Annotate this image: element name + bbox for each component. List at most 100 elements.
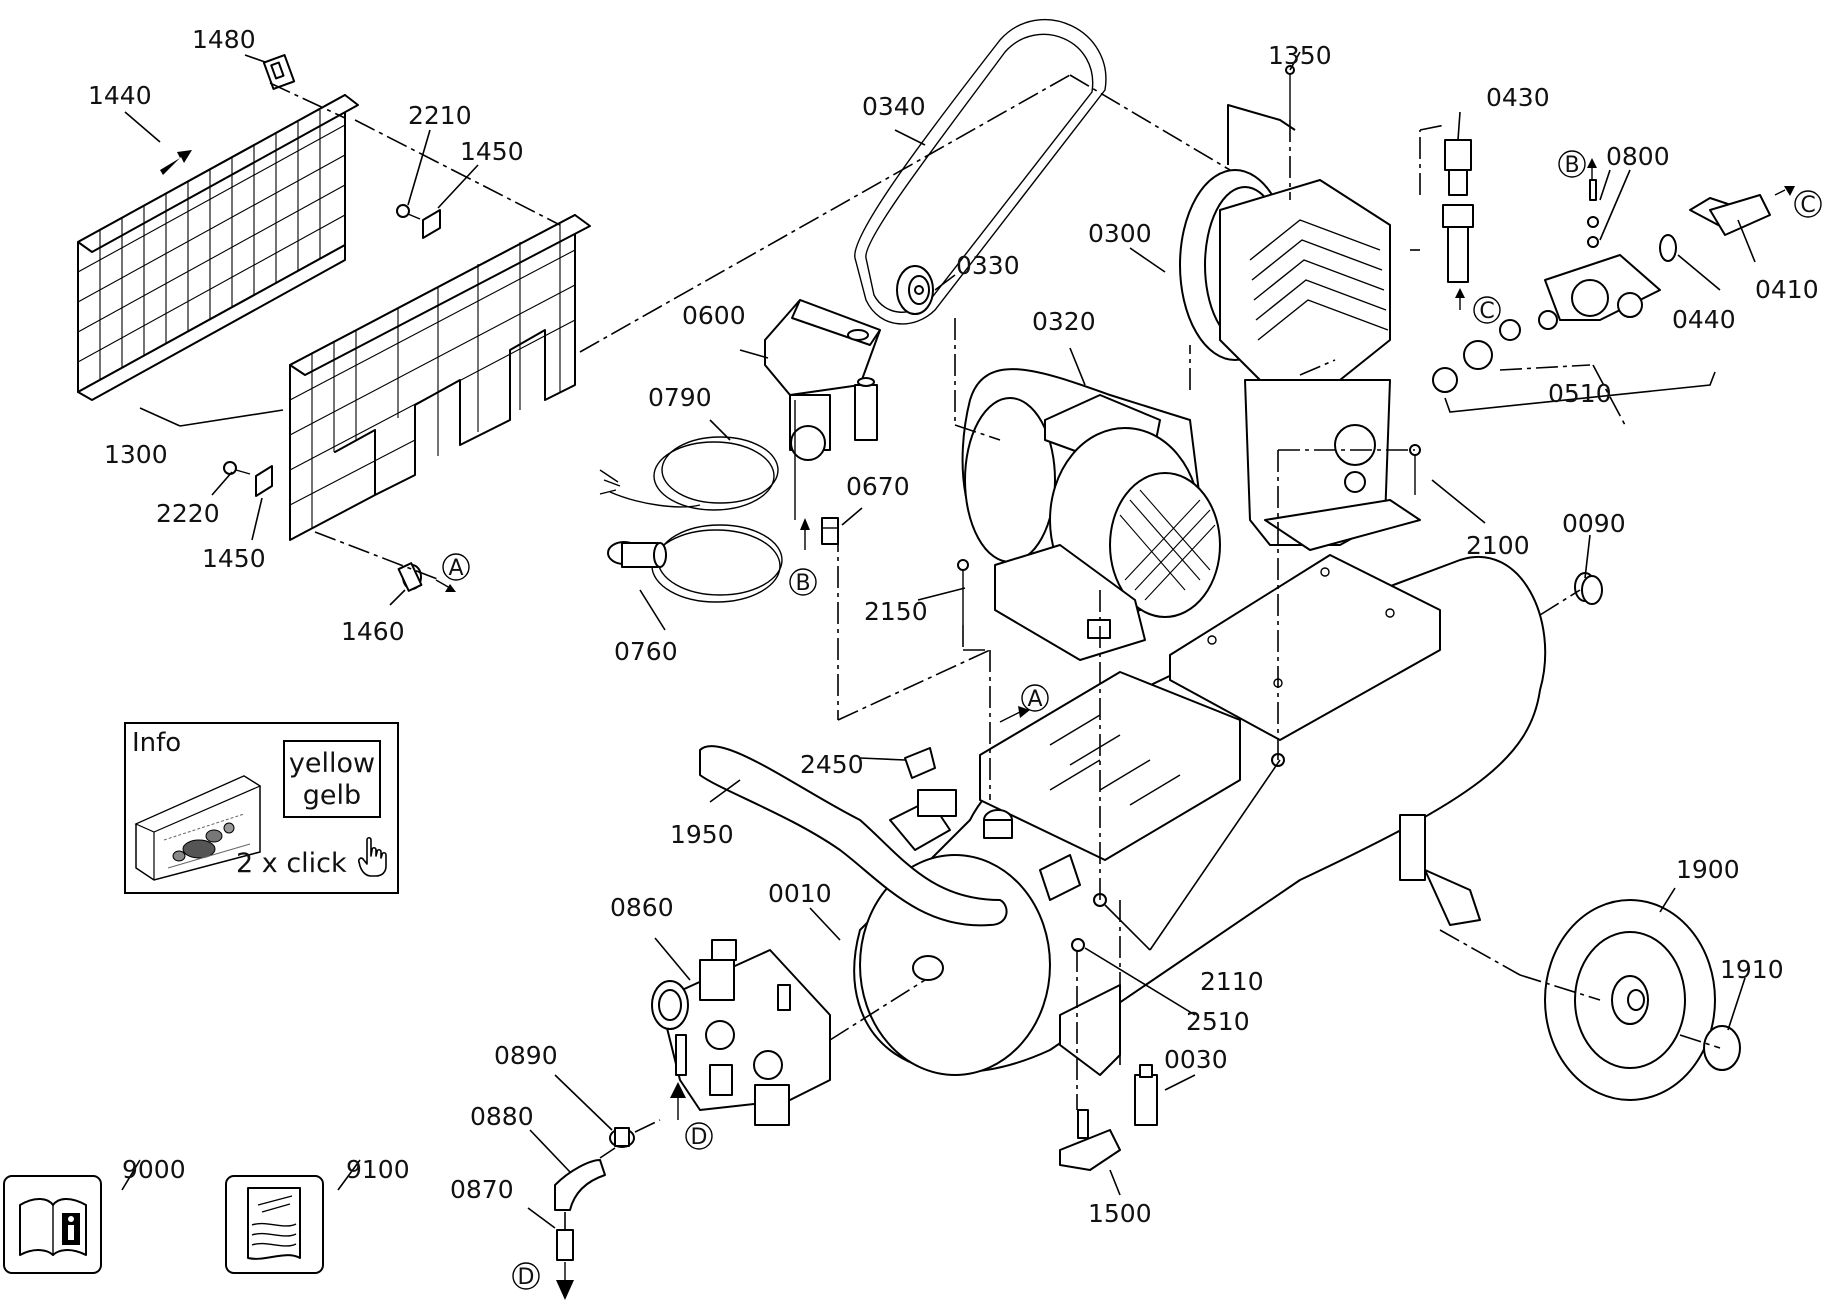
part-label-2150: 2150	[864, 597, 928, 626]
callout-C-pump: C	[1473, 296, 1501, 324]
hand-pointer-icon	[358, 836, 387, 877]
part-label-0860: 0860	[610, 893, 674, 922]
part-label-1500: 1500	[1088, 1199, 1152, 1228]
screw-2210	[396, 204, 421, 220]
leader-lines	[121, 51, 1756, 1229]
thumbscrew-2450	[904, 747, 957, 817]
part-label-0800: 0800	[1606, 142, 1670, 171]
double-click-hint: 2 x click	[236, 848, 347, 879]
assembly-lines	[269, 74, 1721, 1230]
fitting-0670	[821, 517, 839, 545]
check-valve-0090	[1574, 572, 1603, 605]
part-label-0030: 0030	[1164, 1045, 1228, 1074]
part-label-0010: 0010	[768, 879, 832, 908]
pulley-0330	[896, 265, 934, 315]
callout-A-mid: A	[1021, 684, 1049, 712]
part-label-1350: 1350	[1268, 41, 1332, 70]
axle-bracket	[1399, 814, 1481, 926]
rubber-foot-1500	[1059, 1109, 1121, 1171]
color-label-box: yellow gelb	[283, 740, 381, 818]
part-label-1950: 1950	[670, 820, 734, 849]
tank-0010	[853, 555, 1547, 1076]
plug-0760	[607, 541, 667, 568]
foot-bracket	[1059, 984, 1121, 1076]
coupling-sleeve	[983, 809, 1013, 839]
bracket-1450-upper	[422, 209, 441, 239]
motor-0320	[961, 368, 1221, 661]
bracket-1350	[1227, 104, 1296, 165]
part-labels: 1480 1440 2210 1450 1300 2220 1450 1460 …	[88, 25, 1819, 1228]
part-label-1480: 1480	[192, 25, 256, 54]
part-label-2100: 2100	[1466, 531, 1530, 560]
part-label-0890: 0890	[494, 1041, 558, 1070]
info-thumbnail[interactable]	[134, 764, 262, 882]
info-title: Info	[132, 728, 182, 758]
callout-A-mid-text: A	[1027, 687, 1042, 712]
callout-C-outlet-text: C	[1800, 193, 1815, 218]
callout-C-outlet: C	[1794, 190, 1822, 218]
callout-D-fitting-text: D	[518, 1265, 535, 1290]
part-label-2110: 2110	[1200, 967, 1264, 996]
part-label-0880: 0880	[470, 1102, 534, 1131]
part-label-1450-lower: 1450	[202, 544, 266, 573]
screw-2150	[957, 559, 969, 625]
part-label-1900: 1900	[1676, 855, 1740, 884]
info-panel[interactable]: Info yellow gelb 2 x click	[124, 722, 399, 894]
callout-C-pump-text: C	[1479, 299, 1494, 324]
part-label-0670: 0670	[846, 472, 910, 501]
callout-B-cord: B	[789, 568, 817, 596]
callout-B-cord-text: B	[795, 571, 810, 596]
belt-guard-front	[289, 214, 591, 541]
fitting-0430	[1442, 139, 1474, 283]
drain-0030	[1134, 1064, 1158, 1126]
color-label-de: gelb	[302, 780, 362, 811]
part-label-0320: 0320	[1032, 307, 1096, 336]
guard-clip-1480	[262, 54, 296, 90]
connector-0410	[1689, 194, 1771, 236]
part-label-0870: 0870	[450, 1175, 514, 1204]
screw-2220	[223, 461, 251, 475]
part-label-2210: 2210	[408, 101, 472, 130]
callout-A-left: A	[442, 553, 470, 581]
callout-D-fitting: D	[512, 1262, 540, 1290]
part-label-2450: 2450	[800, 750, 864, 779]
part-label-9000: 9000	[122, 1155, 186, 1184]
part-label-0440: 0440	[1672, 305, 1736, 334]
part-label-0410: 0410	[1755, 275, 1819, 304]
part-label-0300: 0300	[1088, 219, 1152, 248]
part-label-1910: 1910	[1720, 955, 1784, 984]
screw-1350	[1285, 65, 1295, 120]
callout-A-left-text: A	[448, 556, 463, 581]
elbow-0880	[554, 1159, 606, 1211]
pressure-switch-0600	[764, 299, 881, 520]
power-cord-0790	[599, 436, 783, 603]
callout-B-valve-text: B	[1564, 153, 1579, 178]
manual-info-icon	[3, 1175, 102, 1274]
pump-0300	[1179, 169, 1421, 551]
callout-D-regulator: D	[685, 1122, 713, 1150]
callout-D-regulator-text: D	[691, 1125, 708, 1150]
part-label-0600: 0600	[682, 301, 746, 330]
part-label-2510: 2510	[1186, 1007, 1250, 1036]
part-label-0790: 0790	[648, 383, 712, 412]
spacer-1460	[397, 562, 423, 592]
callout-B-valve: B	[1558, 150, 1586, 178]
part-label-0430: 0430	[1486, 83, 1550, 112]
hubcap-1910	[1703, 1025, 1741, 1071]
part-label-1460: 1460	[341, 617, 405, 646]
plug-0890	[609, 1127, 635, 1148]
belt-guard-rear	[77, 94, 359, 401]
handle-1950	[699, 745, 1081, 927]
part-label-1450-upper: 1450	[460, 137, 524, 166]
color-label-en: yellow	[288, 748, 376, 779]
valve-block-0510	[1432, 254, 1661, 393]
part-label-0340: 0340	[862, 92, 926, 121]
wheel-1900	[1544, 899, 1716, 1101]
part-label-0330: 0330	[956, 251, 1020, 280]
parts-list-icon	[225, 1175, 324, 1274]
part-label-1440: 1440	[88, 81, 152, 110]
part-label-1300: 1300	[104, 440, 168, 469]
pin-0800	[1587, 179, 1599, 248]
nut-2510	[1071, 938, 1085, 952]
